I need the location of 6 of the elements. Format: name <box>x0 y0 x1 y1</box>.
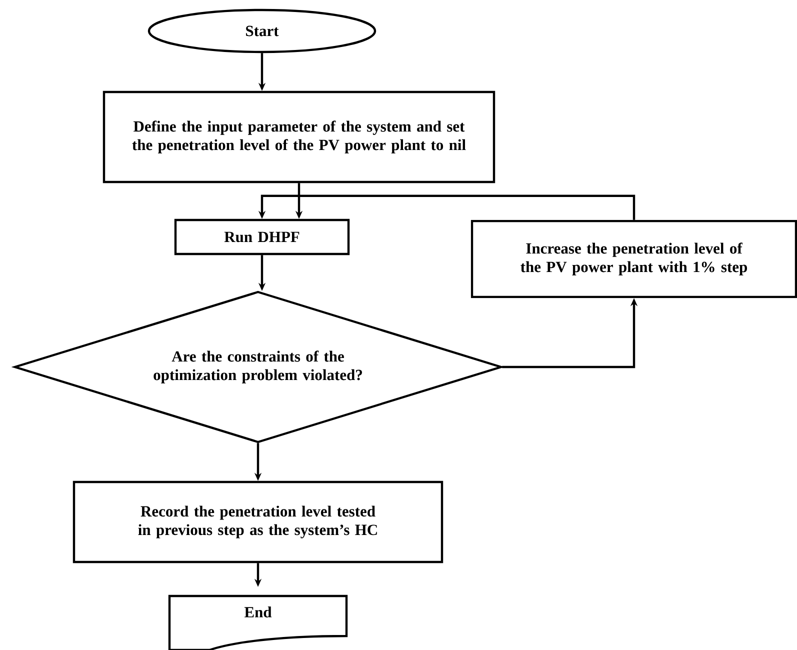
start-terminal: Start <box>148 8 376 54</box>
process-box: Increase the penetration level of the PV power plant with 1% step <box>470 220 797 298</box>
end-terminal: End <box>168 594 348 650</box>
process-box: Run DHPF <box>174 218 350 256</box>
process-box: Record the penetration level tested in previous step as the system’s HC <box>72 480 444 564</box>
process-box: Define the input parameter of the system and set the penetration level of the PV power plant to nil <box>102 90 496 184</box>
